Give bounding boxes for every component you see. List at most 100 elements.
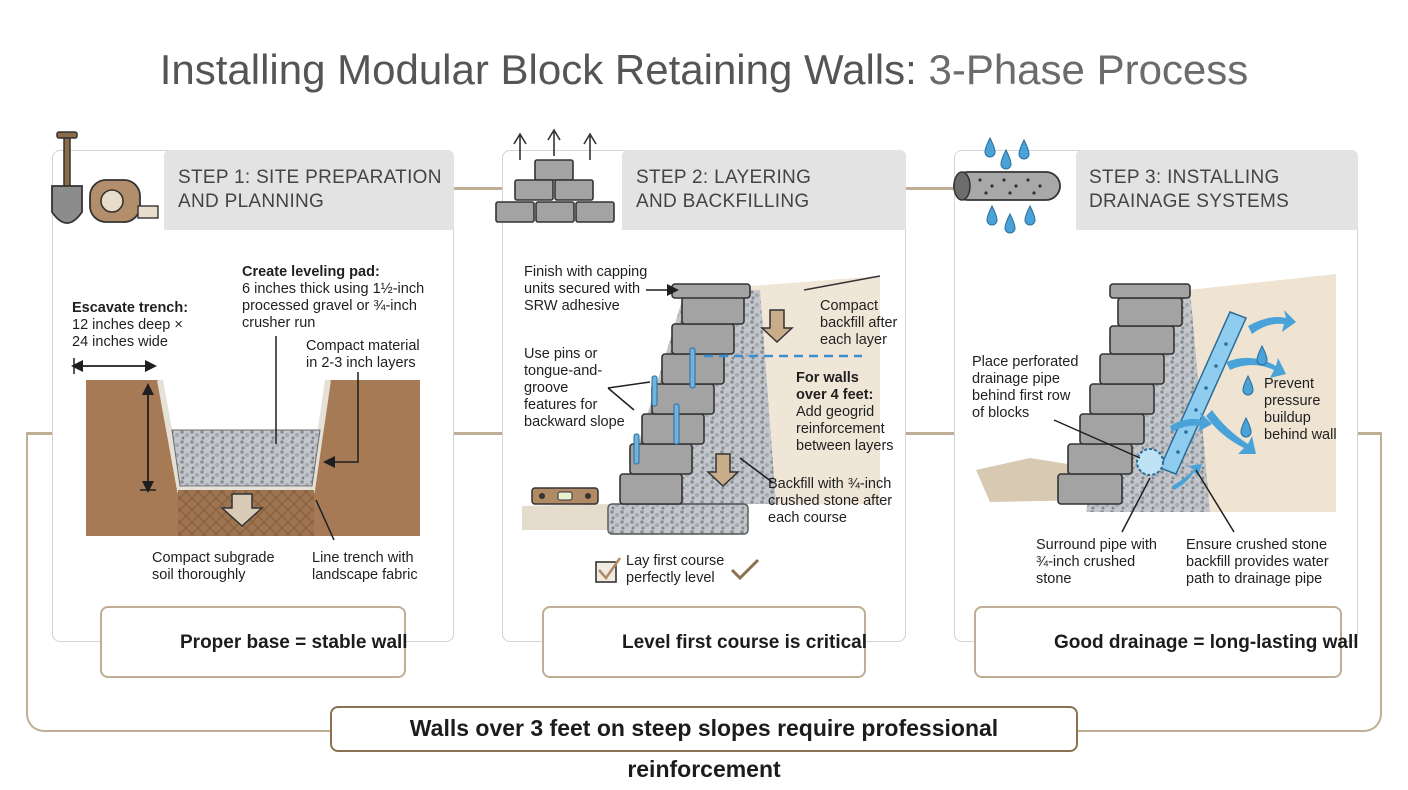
cap-line2: units secured with <box>524 281 641 297</box>
pressure-note: Prevent pressure buildup behind wall <box>1264 376 1337 444</box>
trench-diagram <box>71 336 420 541</box>
pipe-line2: drainage pipe <box>972 371 1060 387</box>
step-1-label-line2: AND PLANNING <box>178 191 325 212</box>
fabric-line2: landscape fabric <box>312 567 418 583</box>
pipe-line3: behind first row <box>972 388 1071 404</box>
geogrid-line3: between layers <box>796 438 894 454</box>
water-path-note: Ensure crushed stone backfill provides w… <box>1186 537 1329 588</box>
compact-backfill-line1: Compact <box>820 298 879 314</box>
geogrid-heading1: For walls <box>796 370 859 386</box>
leveling-pad-note: Create leveling pad: 6 inches thick usin… <box>242 264 424 332</box>
connector-1-2 <box>454 432 502 435</box>
fabric-note: Line trench with landscape fabric <box>312 550 418 584</box>
backfill-line2: crushed stone after <box>768 493 893 509</box>
ensure-line2: backfill provides water <box>1186 554 1329 570</box>
surround-pipe-note: Surround pipe with ¾-inch crushed stone <box>1036 537 1157 588</box>
step-3-label-line2: DRAINAGE SYSTEMS <box>1089 191 1290 212</box>
level-course-note: Lay first course perfectly level <box>626 553 724 587</box>
subgrade-line2: soil thoroughly <box>152 567 246 583</box>
title-rest: 3-Phase Process <box>928 46 1249 93</box>
head-connector-1-2 <box>454 187 502 190</box>
geogrid-heading2: over 4 feet: <box>796 387 874 403</box>
step-3-callout-text: Good drainage = long-lasting wall <box>1054 632 1359 653</box>
illustrations <box>51 128 1336 665</box>
cap-line1: Finish with capping <box>524 264 648 280</box>
level-line2: perfectly level <box>626 570 715 586</box>
step-2-label: STEP 2: LAYERING AND BACKFILLING <box>636 166 811 214</box>
pipe-line4: of blocks <box>972 405 1030 421</box>
drainage-diagram <box>976 274 1336 533</box>
frame-right-stub <box>1356 432 1382 435</box>
ensure-line3: path to drainage pipe <box>1186 571 1323 587</box>
step-3-label: STEP 3: INSTALLING DRAINAGE SYSTEMS <box>1089 166 1289 214</box>
geogrid-line1: Add geogrid <box>796 404 875 420</box>
geogrid-note: For walls over 4 feet: Add geogrid reinf… <box>796 370 894 455</box>
pad-line3: crusher run <box>242 315 316 331</box>
compact-line1: Compact material <box>306 338 420 354</box>
step-1-header <box>164 150 454 230</box>
compact-layers-note: Compact material in 2-3 inch layers <box>306 338 420 372</box>
excavate-heading: Escavate trench: <box>72 300 189 316</box>
checkbox-icon <box>595 557 760 583</box>
capping-note: Finish with capping units secured with S… <box>524 264 647 315</box>
pins-note: Use pins or tongue-and- groove features … <box>524 346 625 431</box>
excavate-line2: 24 inches wide <box>72 334 168 350</box>
step-1-label-line1: STEP 1: SITE PREPARATION <box>178 167 442 188</box>
water-drop-icon <box>984 136 1036 234</box>
pins-line1: Use pins or <box>524 346 598 362</box>
surround-line3: stone <box>1036 571 1072 587</box>
excavate-note: Escavate trench: 12 inches deep × 24 inc… <box>72 300 188 351</box>
subgrade-line1: Compact subgrade <box>152 550 275 566</box>
cap-line3: SRW adhesive <box>524 298 620 314</box>
backfill-note: Backfill with ¾-inch crushed stone after… <box>768 476 892 527</box>
level-tool-icon <box>531 487 599 505</box>
ensure-line1: Ensure crushed stone <box>1186 537 1328 553</box>
step-3-label-line1: STEP 3: INSTALLING <box>1089 167 1280 188</box>
step-1-callout-text: Proper base = stable wall <box>180 632 408 653</box>
surround-line1: Surround pipe with <box>1036 537 1157 553</box>
step-2-label-line2: AND BACKFILLING <box>636 191 810 212</box>
step-1-label: STEP 1: SITE PREPARATION AND PLANNING <box>178 166 442 214</box>
head-connector-2-3 <box>906 187 954 190</box>
connector-2-3 <box>906 432 954 435</box>
geogrid-line2: reinforcement <box>796 421 885 437</box>
pad-line1: 6 inches thick using 1½-inch <box>242 281 425 297</box>
pins-line2: tongue-and- <box>524 363 603 379</box>
pins-line3: groove <box>524 380 569 396</box>
tape-measure-icon <box>89 179 159 223</box>
compact-backfill-line2: backfill after <box>820 315 898 331</box>
pad-line2: processed gravel or ¾-inch <box>242 298 417 314</box>
pressure-line4: behind wall <box>1264 427 1337 443</box>
bottom-warning-banner: Walls over 3 feet on steep slopes requir… <box>330 706 1078 782</box>
step-2-header <box>622 150 906 230</box>
compact-backfill-line3: each layer <box>820 332 887 348</box>
layered-wall-diagram <box>522 275 881 583</box>
compact-backfill-note: Compact backfill after each layer <box>820 298 897 349</box>
fabric-line1: Line trench with <box>312 550 414 566</box>
perforated-pipe-icon <box>953 171 1061 201</box>
level-line1: Lay first course <box>626 553 725 569</box>
step-3-header <box>1076 150 1358 230</box>
step-2-label-line1: STEP 2: LAYERING <box>636 167 812 188</box>
pipe-placement-note: Place perforated drainage pipe behind fi… <box>972 354 1078 422</box>
pins-line4: features for <box>524 397 598 413</box>
step-2-callout-text: Level first course is critical <box>622 632 868 653</box>
backfill-line3: each course <box>768 510 847 526</box>
page-title: Installing Modular Block Retaining Walls… <box>0 46 1408 94</box>
pipe-line1: Place perforated <box>972 354 1079 370</box>
pins-line5: backward slope <box>524 414 625 430</box>
compact-line2: in 2-3 inch layers <box>306 355 416 371</box>
title-main: Installing Modular Block Retaining Walls… <box>159 46 917 93</box>
shovel-icon <box>51 131 83 224</box>
pressure-line1: Prevent <box>1264 376 1314 392</box>
backfill-line1: Backfill with ¾-inch <box>768 476 892 492</box>
pad-heading: Create leveling pad: <box>242 264 380 280</box>
block-stack-icon <box>495 128 615 223</box>
step-3-callout <box>974 606 1342 678</box>
step-2-callout <box>542 606 866 678</box>
surround-line2: ¾-inch crushed <box>1036 554 1136 570</box>
pressure-line2: pressure <box>1264 393 1321 409</box>
step-1-callout <box>100 606 406 678</box>
subgrade-note: Compact subgrade soil thoroughly <box>152 550 275 584</box>
excavate-line1: 12 inches deep × <box>72 317 183 333</box>
